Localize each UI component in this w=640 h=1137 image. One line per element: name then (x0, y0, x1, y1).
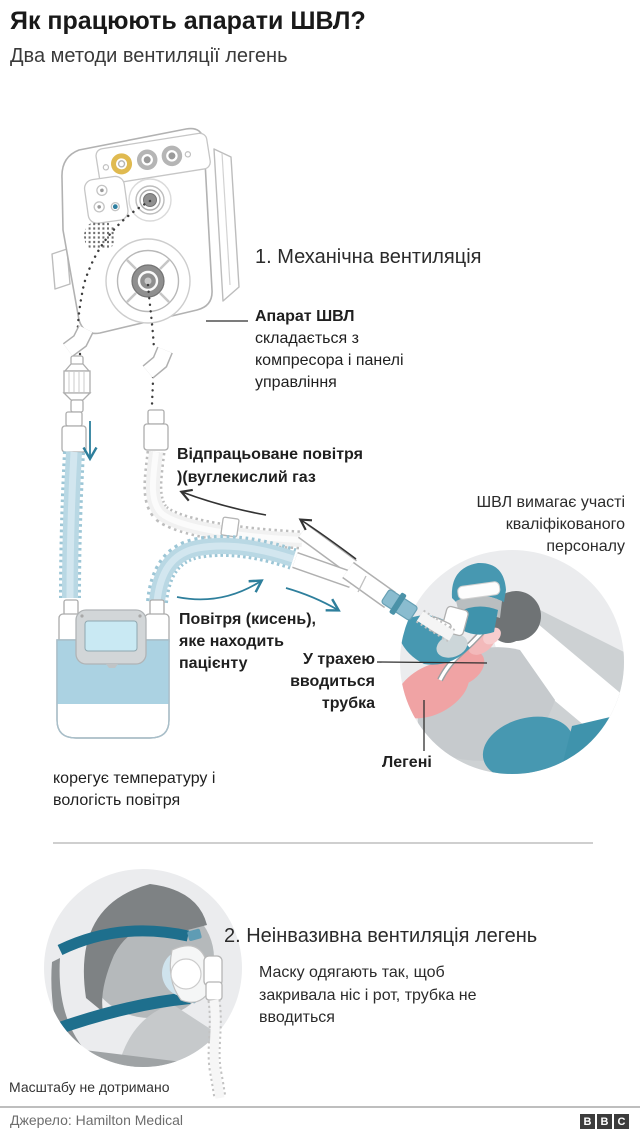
patient-care-illustration (400, 550, 624, 774)
label-line: У трахею (303, 651, 375, 668)
tube-connector-right (143, 409, 169, 451)
air-arrow-mid (176, 579, 264, 601)
exhaust-arrow-right (298, 518, 357, 560)
label-line: яке находить (179, 633, 284, 650)
inspiratory-tube-left (59, 451, 85, 599)
nurse-goggles (457, 581, 501, 600)
nurse-glove (436, 634, 468, 658)
mask-elbow (203, 955, 223, 1001)
humidifier-illustration (56, 599, 170, 739)
machine-left-tab (51, 248, 71, 290)
section1-heading: 1. Механічна вентиляція (255, 246, 482, 268)
label-line: корегує температуру і (53, 770, 216, 787)
humidifier-label: корегує температуру і вологість повітря (53, 768, 215, 812)
bed-mattress (494, 614, 624, 748)
cpap-mask-illustration (44, 869, 242, 1100)
trachea-label: У трахею вводиться трубка (250, 649, 375, 715)
label-line: Відпрацьоване повітря (177, 446, 363, 463)
page-subtitle: Два методи вентиляції легень (10, 45, 288, 67)
bbc-logo: B B C (580, 1114, 629, 1129)
flow-arrows (82, 421, 357, 612)
bbc-logo-letter: C (614, 1114, 629, 1129)
label-line: управління (255, 374, 337, 391)
mask-tube (207, 999, 227, 1100)
section2-heading: 2. Неінвазивна вентиляція легень (224, 925, 538, 947)
label-line: закривала ніс і рот, трубка не (259, 986, 477, 1004)
label-line: вологість повітря (53, 792, 181, 809)
bacterial-filter (62, 355, 92, 413)
label-line: персоналу (546, 538, 625, 555)
machine-control-panel (83, 175, 129, 224)
machine-main-port (105, 238, 191, 324)
label-line: пацієнту (179, 655, 248, 672)
machine-label-title: Апарат ШВЛ (255, 308, 355, 325)
strap-upper (57, 925, 190, 955)
scale-note: Масштабу не дотримано (9, 1079, 170, 1095)
dotted-connection-lines (76, 199, 156, 410)
lungs-label: Легені (382, 754, 432, 771)
label-line: ШВЛ вимагає участі (476, 494, 625, 511)
label-line: складається з (255, 330, 359, 347)
inspiratory-tube-to-patient (146, 534, 297, 604)
page-title: Як працюють апарати ШВЛ? (10, 7, 366, 35)
label-line: )(вуглекислий газ (177, 468, 316, 486)
label-line: вводиться (259, 1009, 335, 1026)
exhaust-arrow-left (179, 488, 267, 516)
hair (83, 884, 207, 1012)
patient-tube-adapter (381, 589, 456, 643)
elbow-connector-right (142, 346, 173, 379)
label-line: кваліфікованого (505, 516, 625, 533)
callout-lines (206, 320, 488, 751)
label-line: вводиться (290, 673, 375, 690)
bbc-logo-letter: B (580, 1114, 595, 1129)
label-line: трубка (321, 695, 375, 712)
label-line: Маску одягають так, щоб (259, 964, 445, 981)
machine-label: Апарат ШВЛ складається з компресора і па… (255, 306, 404, 394)
air-arrow-right (285, 587, 341, 612)
source-credit: Джерело: Hamilton Medical (10, 1112, 184, 1128)
nurse-torso (482, 716, 574, 774)
strap-lower (52, 992, 191, 1036)
circuit-connectors (61, 325, 173, 453)
bbc-logo-letter: B (597, 1114, 612, 1129)
label-line: компресора і панелі (255, 352, 404, 369)
oxygen-air-label: Повітря (кисень), яке находить пацієнту (179, 609, 316, 675)
trachea-callout-line (376, 661, 488, 664)
y-connector (292, 524, 396, 609)
expiratory-tube (143, 450, 303, 550)
exhaust-air-label: Відпрацьоване повітря )(вуглекислий газ (177, 444, 363, 489)
strap-clip-top (187, 928, 202, 941)
mask-description-label: Маску одягають так, щоб закривала ніс і … (259, 962, 477, 1030)
label-line: Повітря (кисень), (179, 611, 316, 628)
elbow-connector-left (62, 325, 94, 357)
machine-top-ports (95, 132, 211, 186)
staff-note-label: ШВЛ вимагає участі кваліфікованого персо… (395, 492, 625, 558)
tube-connector-left (61, 411, 87, 453)
ventilator-machine-illustration (51, 127, 240, 335)
